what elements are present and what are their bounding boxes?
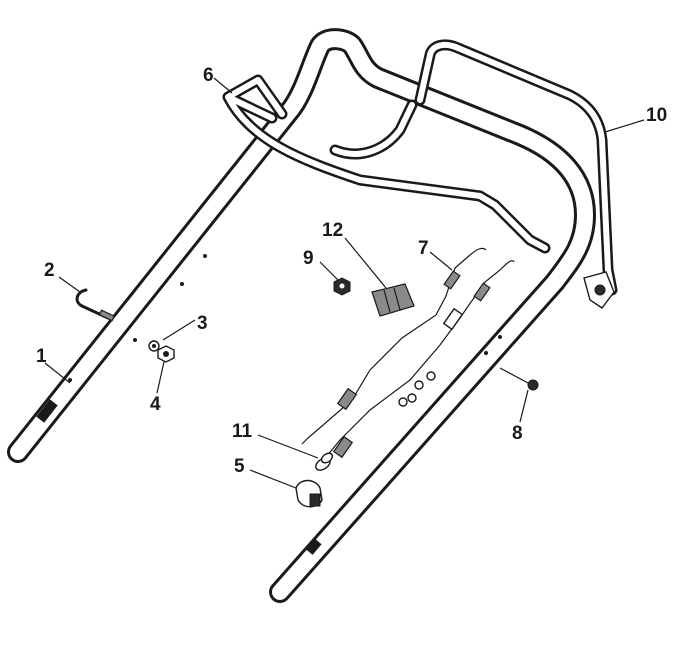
cable-clamp xyxy=(295,479,323,508)
label-part-7: 7 xyxy=(418,238,429,259)
label-part-9: 9 xyxy=(303,248,314,269)
cable-clip xyxy=(315,452,334,471)
label-part-1: 1 xyxy=(36,346,47,367)
knob-nut xyxy=(333,277,351,296)
label-part-6: 6 xyxy=(203,65,214,86)
label-part-4: 4 xyxy=(150,394,161,415)
label-part-5: 5 xyxy=(234,456,245,477)
label-part-12: 12 xyxy=(322,220,343,241)
nut xyxy=(157,345,175,363)
part-labels: 1 2 3 4 5 6 7 8 9 10 11 12 xyxy=(36,65,667,477)
label-part-3: 3 xyxy=(197,313,208,334)
label-part-8: 8 xyxy=(512,423,523,444)
label-part-11: 11 xyxy=(232,421,253,442)
cable-guide xyxy=(371,283,415,317)
drive-control-bar xyxy=(414,39,618,309)
main-handle xyxy=(7,28,596,603)
hook xyxy=(75,288,115,322)
operator-bail-bar xyxy=(222,74,551,254)
spacer-washers xyxy=(398,371,436,407)
leader-lines xyxy=(44,77,645,489)
control-cables xyxy=(301,247,515,463)
washer xyxy=(148,340,160,352)
label-part-10: 10 xyxy=(646,105,667,126)
label-part-2: 2 xyxy=(44,260,55,281)
bolt xyxy=(499,367,539,391)
